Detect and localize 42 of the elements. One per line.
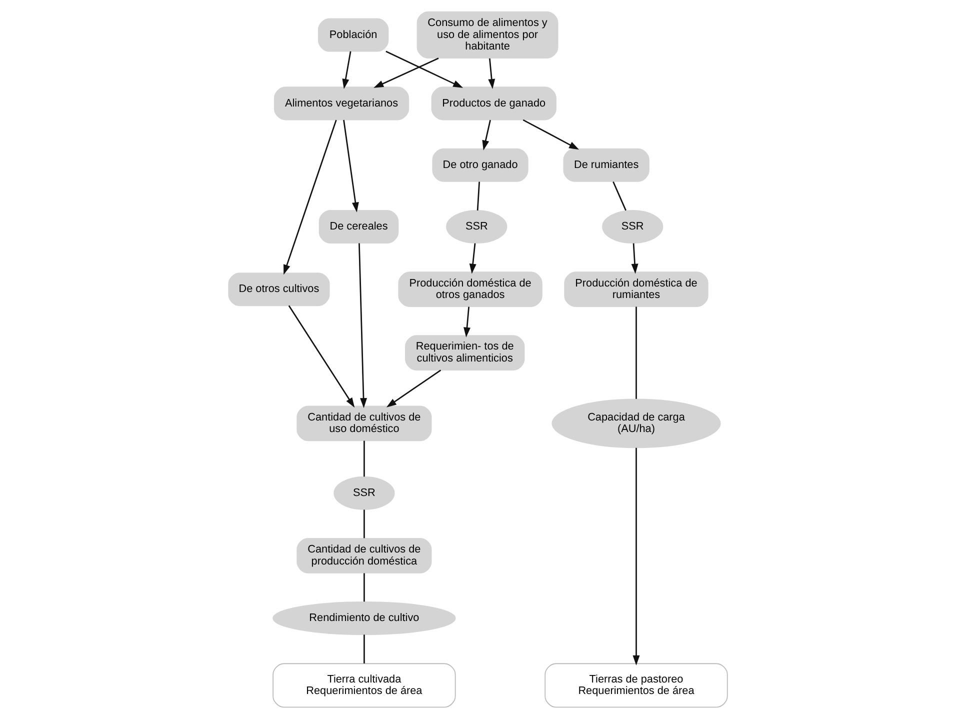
node-box: Cantidad de cultivos de uso doméstico [296, 406, 432, 442]
arrow [386, 370, 441, 408]
arrow [482, 120, 490, 150]
arrow [488, 58, 495, 89]
arrow [632, 448, 640, 666]
arrow [288, 305, 354, 408]
node-box: Cantidad de cultivos de producción doméstica [296, 538, 432, 574]
node-box: Tierra cultivada Requerimientos de área [272, 663, 456, 708]
arrow [463, 306, 470, 338]
node-ellipse: SSR [333, 476, 394, 510]
node-box: De otros cultivos [228, 272, 330, 306]
arrow [630, 243, 638, 274]
connector [363, 440, 364, 477]
arrow [358, 243, 366, 408]
node-ellipse: Rendimiento de cultivo [272, 602, 456, 636]
node-box: Tierras de pastoreo Requerimientos de área [544, 663, 728, 708]
node-box: Requerimien- tos de cultivos alimenticios [404, 335, 524, 370]
node-box: De cereales [318, 210, 398, 244]
node-box: De rumiantes [562, 148, 649, 182]
arrow [342, 51, 351, 89]
node-ellipse: SSR [602, 210, 663, 244]
node-box: Productos de ganado [430, 86, 556, 120]
node-box: Producción doméstica de otros ganados [398, 272, 542, 308]
node-box: Alimentos vegetarianos [273, 86, 409, 120]
node-box: Producción doméstica de rumiantes [564, 272, 708, 308]
connector [363, 510, 364, 538]
arrow [373, 58, 438, 88]
arrow [468, 243, 476, 274]
arrow [522, 119, 579, 150]
arrow [385, 50, 463, 88]
node-ellipse: Capacidad de carga (AU/ha) [551, 398, 720, 448]
connector [635, 306, 636, 399]
connector [612, 181, 626, 211]
connector [363, 634, 364, 664]
node-ellipse: SSR [446, 210, 507, 244]
arrow [342, 120, 358, 212]
connector [476, 182, 480, 210]
node-box: Población [317, 18, 388, 52]
arrow [283, 120, 336, 275]
connector [363, 573, 364, 602]
node-box: Consumo de alimentos y uso de alimentos por habitante [416, 11, 558, 59]
node-box: De otro ganado [432, 148, 528, 182]
